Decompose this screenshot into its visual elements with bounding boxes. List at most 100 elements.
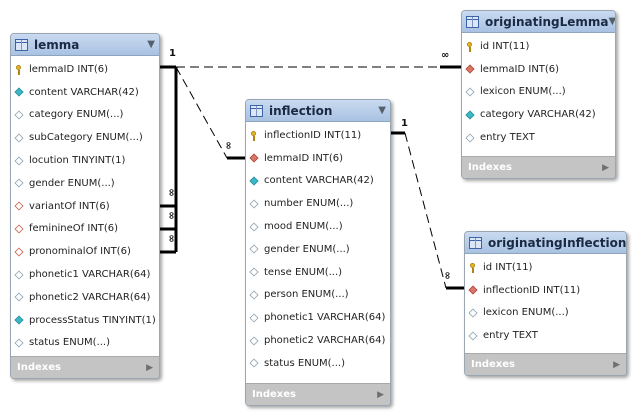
nullable-column-icon [14,110,24,120]
column-row[interactable]: subCategory ENUM(...) [11,126,159,149]
table-inflection[interactable]: inflection ▼ inflectionID INT(11) lemmaID… [245,99,391,406]
column-row[interactable]: tense ENUM(...) [246,261,390,284]
column-label: lemmaID INT(6) [29,63,109,75]
column-row[interactable]: entry TEXT [462,126,615,149]
table-originatingLemma[interactable]: originatingLemma ▼ id INT(11) lemmaID INT… [461,10,616,179]
table-header[interactable]: inflection ▼ [246,100,390,122]
expand-indexes-icon[interactable]: ▶ [146,362,153,373]
table-header[interactable]: lemma ▼ [11,34,159,56]
column-label: id INT(11) [483,261,533,273]
column-label: phonetic2 VARCHAR(64) [264,335,386,347]
column-row[interactable]: entry TEXT [465,324,626,347]
column-row[interactable]: inflectionID INT(11) [246,124,390,147]
column-row[interactable]: id INT(11) [465,256,626,279]
column-row[interactable]: phonetic2 VARCHAR(64) [11,286,159,309]
foreign-key-not-null-icon [465,64,475,74]
column-row[interactable]: phonetic1 VARCHAR(64) [246,306,390,329]
nullable-column-icon [249,199,259,209]
column-label: entry TEXT [480,132,535,144]
column-label: category ENUM(...) [29,109,124,121]
table-icon [15,38,28,51]
column-row[interactable]: mood ENUM(...) [246,215,390,238]
nullable-column-icon [249,244,259,254]
column-label: content VARCHAR(42) [29,86,139,98]
table-icon [469,236,482,249]
column-row[interactable]: status ENUM(...) [246,352,390,375]
column-label: lexicon ENUM(...) [480,86,566,98]
column-row[interactable]: lemmaID INT(6) [246,147,390,170]
collapse-caret-icon[interactable]: ▼ [147,39,155,50]
indexes-section[interactable]: Indexes ▶ [462,156,615,178]
column-label: pronominalOf INT(6) [29,246,131,258]
table-name: lemma [34,37,80,52]
nullable-column-icon [468,308,478,318]
column-row[interactable]: category ENUM(...) [11,104,159,127]
foreign-key-not-null-icon [249,153,259,163]
expand-indexes-icon[interactable]: ▶ [377,389,384,400]
table-icon [250,104,263,117]
collapse-caret-icon[interactable]: ▼ [626,237,627,248]
primary-key-icon [250,131,258,142]
column-list: id INT(11) lemmaID INT(6) lexicon ENUM(...… [462,33,615,149]
column-row[interactable]: lemmaID INT(6) [462,58,615,81]
column-label: mood ENUM(...) [264,221,343,233]
column-row[interactable]: inflectionID INT(11) [465,279,626,302]
column-row[interactable]: gender ENUM(...) [11,172,159,195]
column-label: feminineOf INT(6) [29,223,119,235]
indexes-section[interactable]: Indexes ▶ [11,356,159,378]
column-row[interactable]: number ENUM(...) [246,192,390,215]
column-label: category VARCHAR(42) [480,109,596,121]
column-row[interactable]: lemmaID INT(6) [11,58,159,81]
nullable-column-icon [249,222,259,232]
expand-indexes-icon[interactable]: ▶ [613,359,620,370]
column-row[interactable]: phonetic2 VARCHAR(64) [246,329,390,352]
nullable-column-icon [249,358,259,368]
column-row[interactable]: processStatus TINYINT(1) [11,309,159,332]
column-row[interactable]: lexicon ENUM(...) [465,302,626,325]
column-row[interactable]: content VARCHAR(42) [11,81,159,104]
table-header[interactable]: originatingLemma ▼ [462,11,615,33]
relationship-inflection-originatingInflection[interactable] [391,131,464,290]
table-header[interactable]: originatingInflection ▼ [465,232,626,254]
table-lemma[interactable]: lemma ▼ lemmaID INT(6) content VARCHAR(42… [10,33,160,379]
table-originatingInflection[interactable]: originatingInflection ▼ id INT(11) inflec… [464,231,627,376]
column-row[interactable]: variantOf INT(6) [11,195,159,218]
column-label: status ENUM(...) [29,337,110,349]
expand-indexes-icon[interactable]: ▶ [602,162,609,173]
collapse-caret-icon[interactable]: ▼ [378,105,386,116]
column-row[interactable]: status ENUM(...) [11,332,159,355]
column-row[interactable]: pronominalOf INT(6) [11,240,159,263]
foreign-key-icon [14,201,24,211]
column-row[interactable]: id INT(11) [462,35,615,58]
indexes-label: Indexes [17,362,61,373]
column-label: status ENUM(...) [264,357,345,369]
column-label: inflectionID INT(11) [264,129,362,141]
relationship-lemma-inflection[interactable] [175,66,245,160]
column-row[interactable]: lexicon ENUM(...) [462,81,615,104]
indexes-section[interactable]: Indexes ▶ [465,353,626,375]
cardinality-many-originatingInflection: ∞ [442,271,454,280]
column-row[interactable]: content VARCHAR(42) [246,170,390,193]
column-label: lexicon ENUM(...) [483,307,569,319]
column-row[interactable]: category VARCHAR(42) [462,103,615,126]
foreign-key-icon [14,224,24,234]
table-name: originatingInflection [488,235,627,250]
column-row[interactable]: gender ENUM(...) [246,238,390,261]
column-row[interactable]: person ENUM(...) [246,284,390,307]
not-null-column-icon [14,87,24,97]
column-label: lemmaID INT(6) [480,63,560,75]
cardinality-many-inflection: ∞ [223,141,235,150]
column-label: tense ENUM(...) [264,266,343,278]
column-label: gender ENUM(...) [264,243,350,255]
cardinality-many-feminineOf: ∞ [166,211,178,220]
indexes-label: Indexes [471,359,515,370]
column-row[interactable]: phonetic1 VARCHAR(64) [11,263,159,286]
relationship-lemma-self[interactable] [160,67,178,254]
collapse-caret-icon[interactable]: ▼ [608,16,616,27]
not-null-column-icon [465,110,475,120]
column-row[interactable]: feminineOf INT(6) [11,218,159,241]
indexes-section[interactable]: Indexes ▶ [246,383,390,405]
column-row[interactable]: locution TINYINT(1) [11,149,159,172]
nullable-column-icon [249,267,259,277]
